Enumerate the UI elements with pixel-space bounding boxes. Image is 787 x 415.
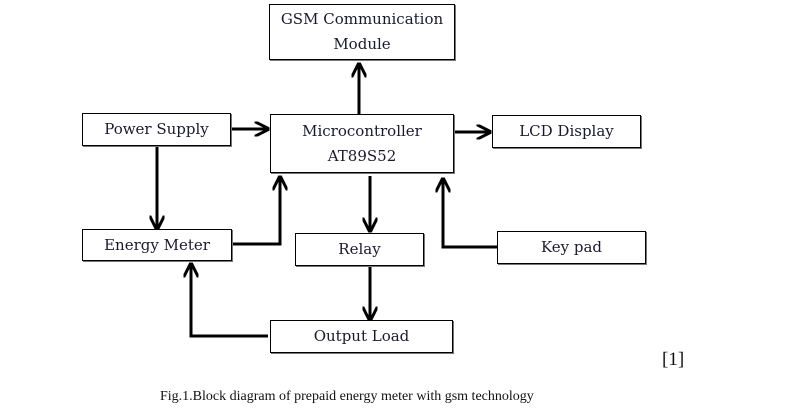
gsm-module-line1: GSM Communication	[280, 10, 444, 28]
power-supply-block: Power Supply	[82, 113, 231, 146]
lcd-display-block: LCD Display	[492, 115, 641, 148]
microcontroller-block: Microcontroller AT89S52	[270, 114, 454, 173]
figure-caption: Fig.1.Block diagram of prepaid energy me…	[160, 389, 534, 404]
microcontroller-line2: AT89S52	[327, 146, 397, 165]
arrow-keypad-to-mcu	[443, 179, 497, 249]
output-load-block: Output Load	[270, 320, 453, 353]
gsm-module-block: GSM Communication Module	[269, 4, 455, 60]
lcd-display-label: LCD Display	[519, 122, 614, 140]
relay-block: Relay	[295, 233, 424, 266]
relay-label: Relay	[338, 240, 381, 258]
key-pad-block: Key pad	[497, 231, 646, 264]
arrow-energy-meter-to-mcu	[232, 177, 280, 246]
microcontroller-line1: Microcontroller	[302, 121, 422, 140]
gsm-module-line2: Module	[333, 35, 391, 53]
output-load-label: Output Load	[313, 327, 410, 345]
energy-meter-block: Energy Meter	[82, 229, 232, 261]
arrow-output-load-to-energy-meter	[191, 264, 268, 338]
power-supply-label: Power Supply	[104, 120, 209, 138]
energy-meter-label: Energy Meter	[104, 235, 210, 254]
key-pad-label: Key pad	[540, 238, 603, 256]
reference-marker: [1]	[662, 349, 685, 370]
